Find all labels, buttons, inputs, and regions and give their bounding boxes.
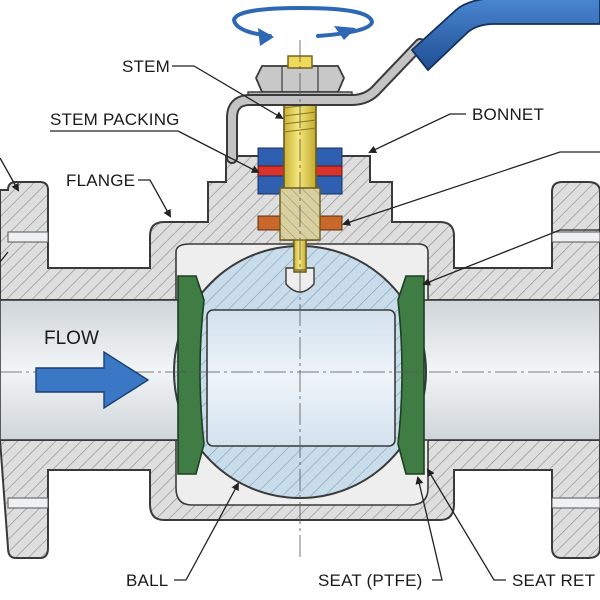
packing-red [257,165,285,177]
ball-leader [174,482,239,581]
handle-grip [410,0,600,72]
left-edge-leader-mid [0,251,9,263]
flow-arrow-icon [35,350,150,410]
ball-bore-window [206,309,396,447]
packing-blue-top [257,147,285,167]
stem-label: STEM [122,57,170,76]
seat-retainer-label: SEAT RET [512,571,595,590]
rotation-arrow-icon [231,5,375,46]
left-edge-leader-top [0,157,19,192]
stem-packing-label: STEM PACKING [50,110,180,129]
seat-right [397,275,425,475]
flange-label: FLANGE [66,171,135,190]
bonnet-leader [368,113,466,154]
seat-right-leader [422,229,600,286]
stem-packing-leader [177,130,260,173]
seat-label: SEAT (PTFE) [318,571,423,590]
stem-leader [172,65,284,120]
flow-label: FLOW [44,328,99,349]
bore-right [417,299,600,441]
seat-left [177,275,205,475]
bonnet-label: BONNET [472,105,544,124]
ball-label: BALL [126,571,168,590]
handle [226,0,600,164]
seat-leader [415,476,443,581]
seat-retainer-leader [426,468,506,581]
flange-leader [138,179,171,218]
washer-leader [342,151,600,226]
